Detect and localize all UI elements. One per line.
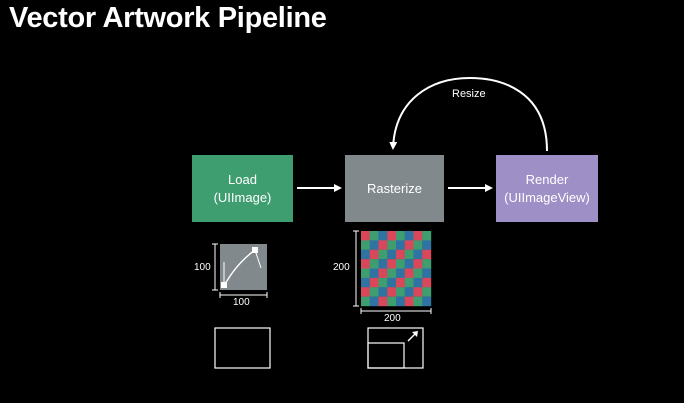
raster-dimension-lines	[353, 230, 432, 314]
slide-title: Vector Artwork Pipeline	[9, 2, 327, 34]
vector-width-label: 100	[233, 297, 250, 308]
pixel-cell	[369, 259, 379, 269]
pixel-cell	[413, 277, 423, 288]
render-label: Render	[525, 171, 569, 187]
pixel-cell	[387, 277, 397, 288]
pixel-cell	[387, 240, 397, 250]
expand-arrow-icon	[407, 331, 418, 342]
pixel-cell	[396, 240, 405, 250]
resize-label: Resize	[452, 88, 486, 100]
pixel-cell	[422, 277, 432, 288]
display-frame-resized	[367, 327, 424, 369]
rasterize-label: Rasterize	[367, 180, 422, 196]
pixel-cell	[369, 249, 379, 260]
pixel-cell	[378, 249, 388, 260]
pixel-cell	[369, 240, 379, 250]
pixel-cell	[387, 287, 397, 297]
pixel-cell	[413, 296, 423, 307]
pixel-cell	[422, 268, 432, 279]
pixel-cell	[413, 287, 423, 297]
pixel-cell	[404, 296, 414, 307]
pixel-cell	[404, 240, 414, 250]
vector-height-label: 100	[194, 262, 211, 273]
pixel-cell	[361, 249, 370, 260]
pixel-cell	[396, 231, 405, 241]
render-sublabel: (UIImageView)	[504, 189, 590, 205]
pixel-cell	[404, 268, 414, 279]
pixel-cell	[404, 231, 414, 241]
load-sublabel: (UIImage)	[213, 189, 272, 205]
pixel-cell	[396, 287, 405, 297]
pixel-cell	[378, 277, 388, 288]
pixel-cell	[387, 268, 397, 279]
pixel-cell	[396, 259, 405, 269]
pixel-cell	[422, 259, 432, 269]
pixel-cell	[422, 287, 432, 297]
pixel-cell	[404, 249, 414, 260]
pixel-cell	[361, 268, 370, 279]
pixel-cell	[387, 259, 397, 269]
pixel-cell	[422, 240, 432, 250]
pixel-cell	[361, 277, 370, 288]
pixel-cell	[396, 268, 405, 279]
pixel-cell	[378, 259, 388, 269]
pixel-cell	[361, 296, 370, 307]
pixel-cell	[387, 231, 397, 241]
pixel-cell	[396, 249, 405, 260]
pixel-cell	[413, 268, 423, 279]
raster-height-label: 200	[333, 262, 350, 273]
pixel-cell	[413, 231, 423, 241]
raster-width-label: 200	[384, 313, 401, 324]
resize-loop-arrow	[389, 76, 548, 152]
pixel-cell	[369, 296, 379, 307]
pixel-cell	[378, 296, 388, 307]
pixel-cell	[404, 277, 414, 288]
vector-curve-icon	[220, 244, 267, 290]
pixel-cell	[361, 240, 370, 250]
pixel-cell	[396, 277, 405, 288]
pixel-cell	[361, 259, 370, 269]
load-label: Load	[228, 171, 257, 187]
pixel-cell	[369, 231, 379, 241]
pixel-cell	[387, 296, 397, 307]
pixel-cell	[378, 287, 388, 297]
pixel-cell	[413, 259, 423, 269]
pixel-cell	[378, 231, 388, 241]
pixel-cell	[369, 268, 379, 279]
vector-dimension-lines	[212, 243, 268, 298]
load-box: Load (UIImage)	[192, 155, 293, 222]
display-frame-small	[214, 327, 271, 369]
pixel-cell	[369, 277, 379, 288]
pixel-cell	[361, 231, 370, 241]
pixel-cell	[361, 287, 370, 297]
pixel-cell	[422, 231, 432, 241]
pixel-cell	[404, 287, 414, 297]
render-box: Render (UIImageView)	[496, 155, 598, 222]
pixel-cell	[422, 296, 432, 307]
pixel-cell	[378, 240, 388, 250]
pixel-cell	[404, 259, 414, 269]
rasterize-box: Rasterize	[345, 155, 444, 222]
pixel-cell	[413, 249, 423, 260]
pixel-cell	[378, 268, 388, 279]
pixel-grid-icon	[361, 231, 432, 307]
pixel-cell	[369, 287, 379, 297]
pixel-cell	[422, 249, 432, 260]
pixel-cell	[413, 240, 423, 250]
pixel-cell	[396, 296, 405, 307]
pixel-cell	[387, 249, 397, 260]
